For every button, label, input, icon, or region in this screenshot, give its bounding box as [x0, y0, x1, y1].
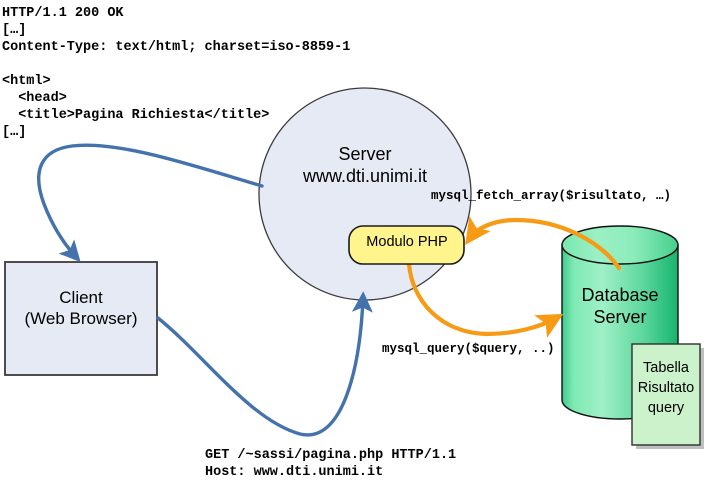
- php-module-node: [348, 225, 465, 265]
- arrow-php-to-database: [406, 261, 564, 338]
- arrow-client-to-server: [156, 291, 373, 437]
- mysql-query-label: mysql_query($query, ..): [382, 342, 555, 356]
- client-node: [4, 261, 158, 376]
- http-response-text: HTTP/1.1 200 OK […] Content-Type: text/h…: [2, 6, 351, 140]
- arrow-server-to-client: [37, 143, 264, 263]
- http-request-text: GET /~sassi/pagina.php HTTP/1.1 Host: ww…: [205, 448, 457, 480]
- mysql-fetch-array-label: mysql_fetch_array($risultato, …): [431, 189, 672, 203]
- arrow-database-to-php: [465, 216, 622, 271]
- result-table-node: [631, 343, 704, 449]
